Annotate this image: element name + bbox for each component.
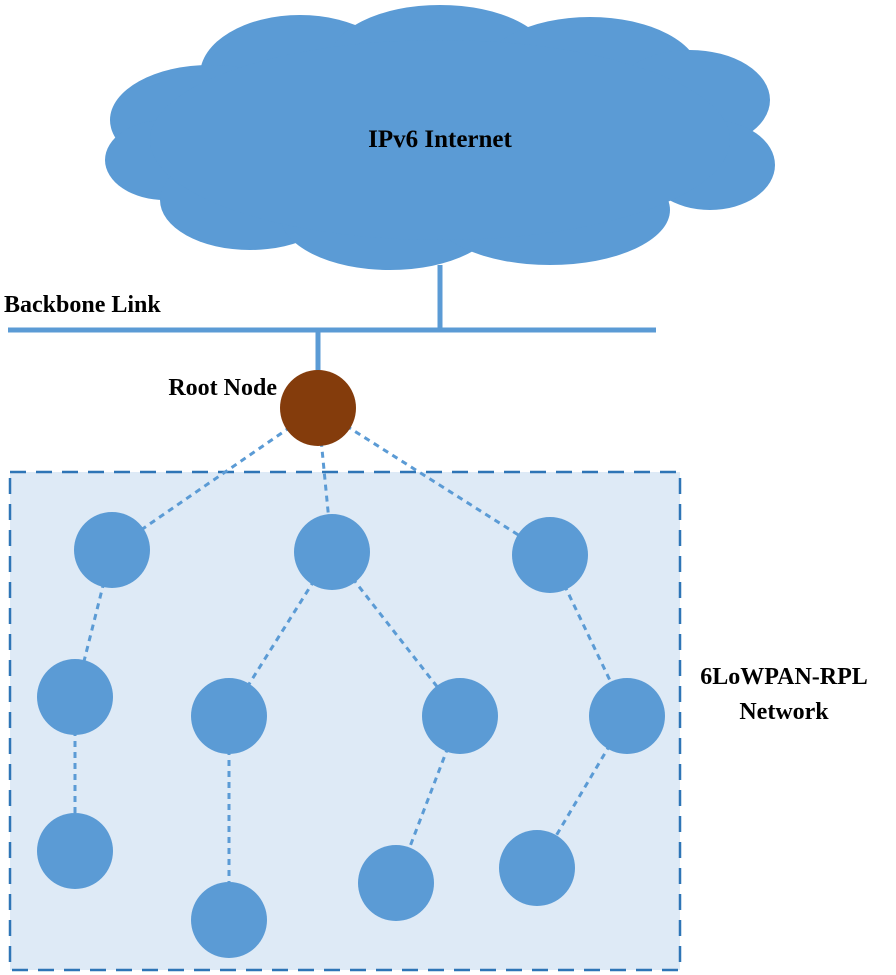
cloud-label: IPv6 Internet [368,126,512,153]
node-5 [37,813,113,889]
node-8 [191,882,267,958]
link-root-n1 [111,406,319,552]
node-1 [74,512,150,588]
root-node [280,370,356,446]
node-10 [589,678,665,754]
node-6 [191,678,267,754]
link-root-n3 [317,406,551,557]
root-label: Root Node [168,375,277,401]
node-4 [37,659,113,735]
link-n7-n9 [394,715,462,884]
rpl-nodes [37,512,665,958]
backbone-label: Backbone Link [4,292,161,318]
node-3 [512,517,588,593]
node-11 [499,830,575,906]
node-2 [294,514,370,590]
node-7 [422,678,498,754]
node-9 [358,845,434,921]
cloud-icon [105,5,775,270]
network-label-line1: 6LoWPAN-RPL [700,664,868,690]
network-label-line2: Network [739,699,829,725]
